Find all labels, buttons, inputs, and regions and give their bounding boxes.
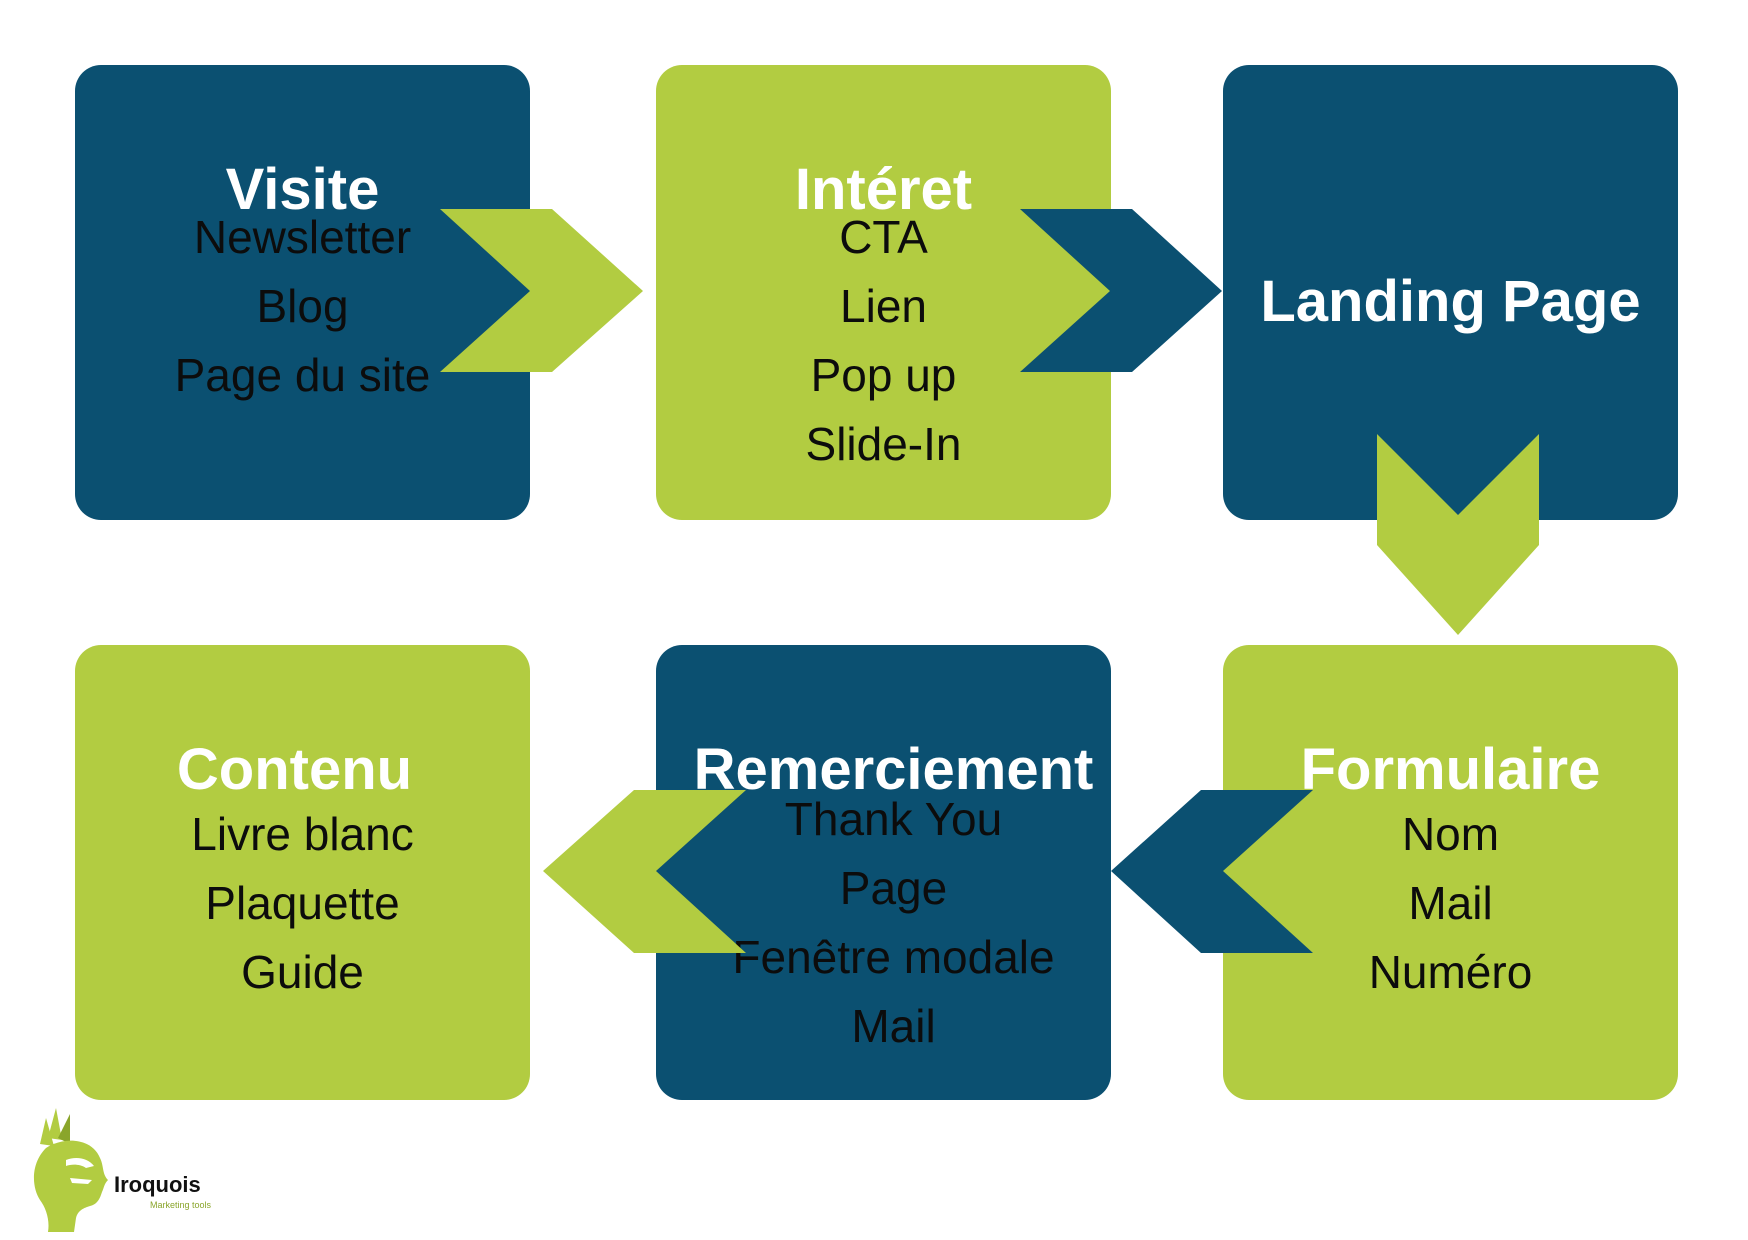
logo-tagline: Marketing tools [150, 1200, 212, 1210]
list-item: Nom [1401, 808, 1500, 860]
step-title-remerciement: Remerciement [693, 737, 1094, 802]
step-items-contenu: Livre blanc Plaquette Guide [75, 800, 530, 1007]
list-item: Slide-In [805, 418, 962, 470]
list-item: Mail [851, 1000, 936, 1052]
step-items-visite: Newsletter Blog Page du site [75, 203, 530, 410]
step-box-contenu: Contenu Livre blanc Plaquette Guide [75, 645, 530, 1100]
list-item: Plaquette [205, 877, 400, 929]
list-item: Guide [241, 946, 364, 998]
step-title-contenu: Contenu [176, 737, 413, 802]
step-title-landing-page: Landing Page [1260, 269, 1641, 334]
step-box-landing-page: Landing Page [1223, 65, 1678, 520]
step-title-visite: Visite [225, 157, 380, 222]
list-item: Page [839, 862, 948, 914]
step-items-formulaire: Nom Mail Numéro [1223, 800, 1678, 1007]
list-item: Page du site [174, 349, 431, 401]
list-item: Newsletter [193, 211, 412, 263]
step-box-interet: Intéret CTA Lien Pop up Slide-In [656, 65, 1111, 520]
step-box-formulaire: Formulaire Nom Mail Numéro [1223, 645, 1678, 1100]
list-item: Fenêtre modale [732, 931, 1055, 983]
list-item: Blog [256, 280, 349, 332]
step-box-remerciement: Remerciement Thank You Page Fenêtre moda… [656, 645, 1111, 1100]
step-items-interet: CTA Lien Pop up Slide-In [656, 203, 1111, 479]
list-item: Thank You [784, 793, 1003, 845]
step-title-formulaire: Formulaire [1300, 737, 1601, 802]
list-item: Numéro [1368, 946, 1533, 998]
list-item: Pop up [810, 349, 957, 401]
list-item: Lien [840, 280, 927, 332]
step-title-interet: Intéret [794, 157, 973, 222]
logo-name: Iroquois [114, 1172, 201, 1197]
head-feather-icon [33, 1108, 109, 1232]
list-item: CTA [839, 211, 928, 263]
list-item: Mail [1408, 877, 1493, 929]
step-box-visite: Visite Newsletter Blog Page du site [75, 65, 530, 520]
iroquois-logo: Iroquois Marketing tools [18, 1108, 228, 1233]
step-items-remerciement: Thank You Page Fenêtre modale Mail [666, 785, 1121, 1061]
list-item: Livre blanc [191, 808, 414, 860]
